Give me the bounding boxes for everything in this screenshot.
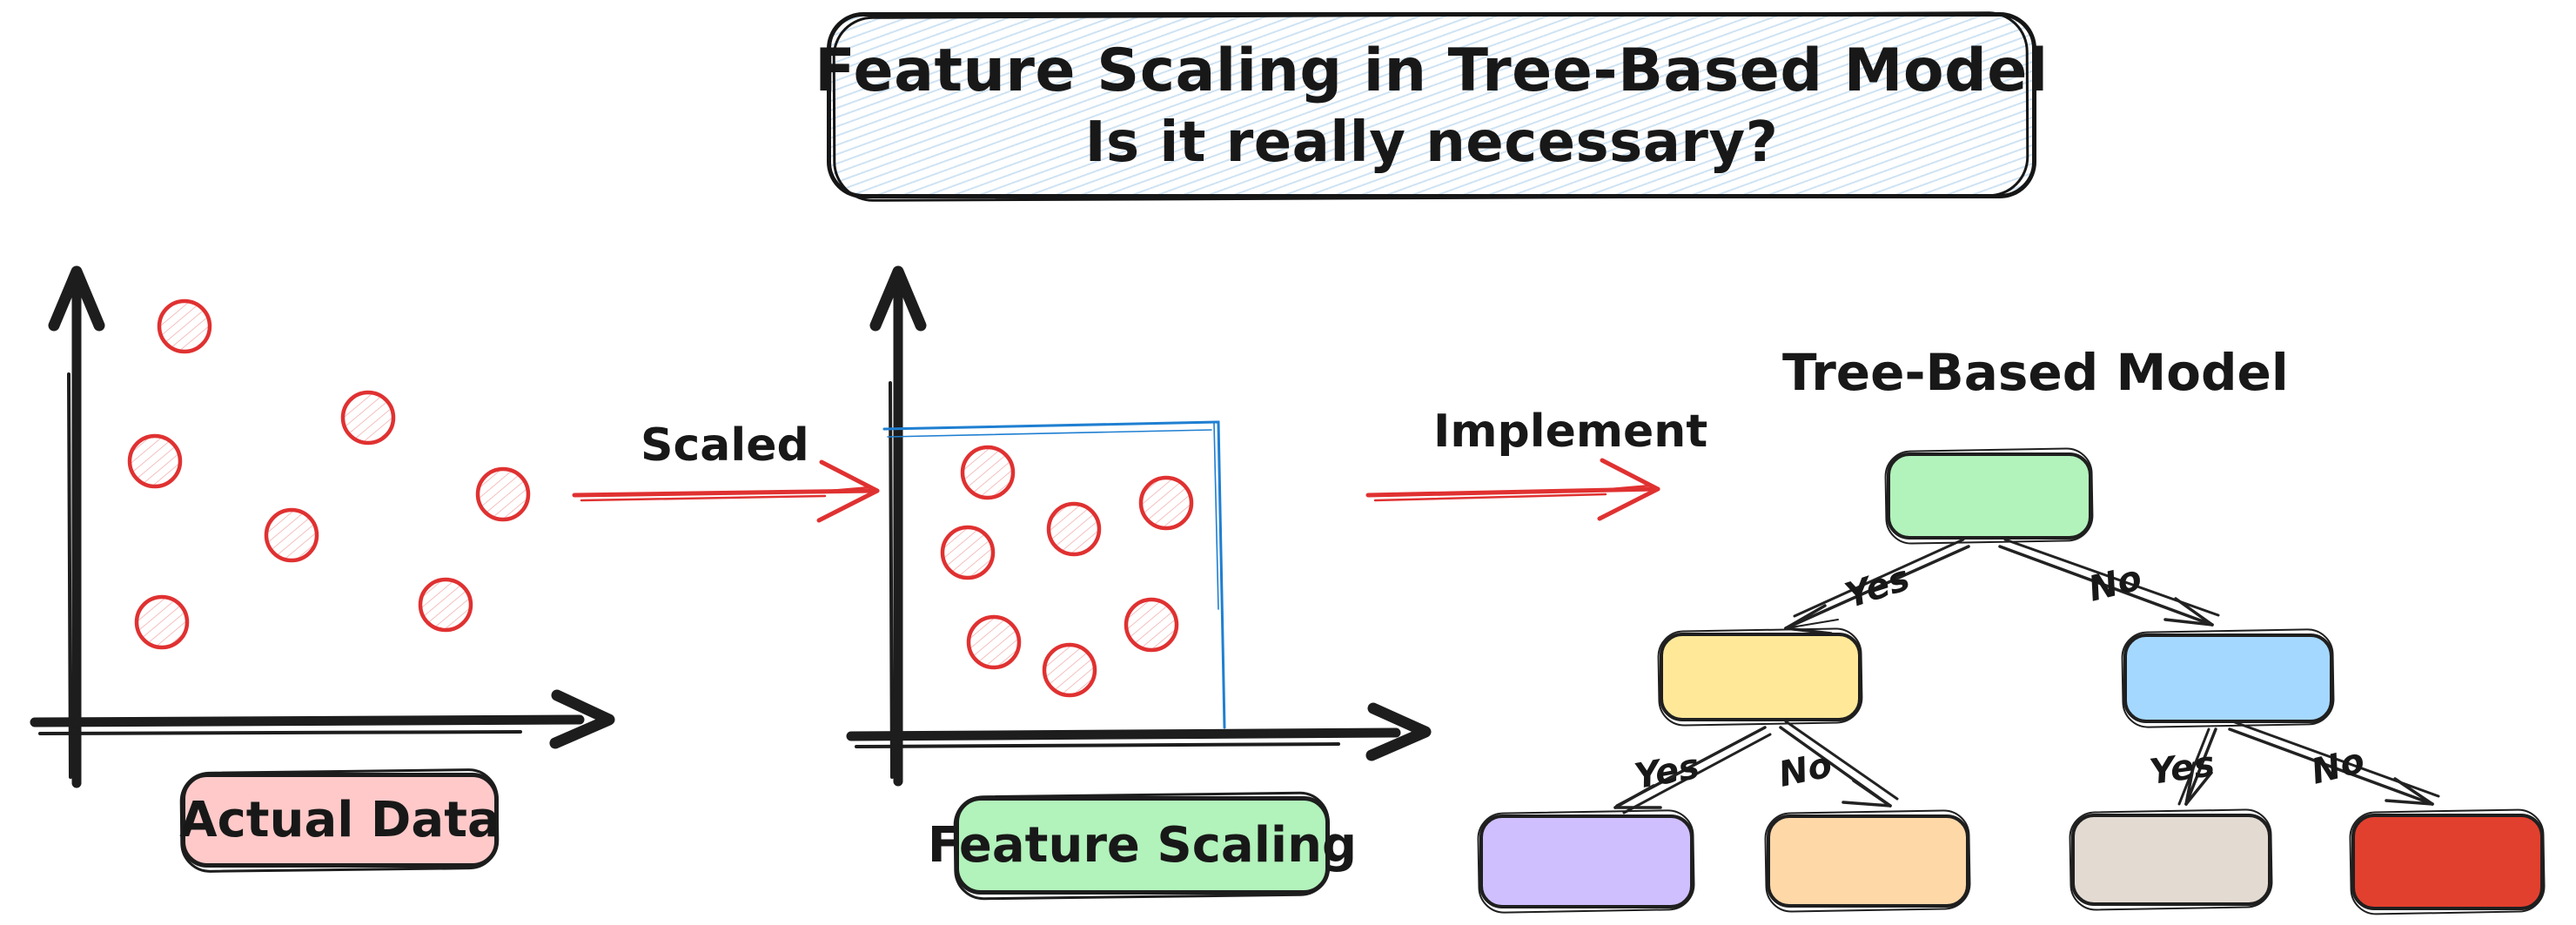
data-point bbox=[134, 594, 190, 650]
feature-scaling-label: Feature Scaling bbox=[927, 817, 1358, 874]
actual-data-tag: Actual Data bbox=[179, 773, 500, 868]
tree-node-leaf-4 bbox=[2351, 814, 2544, 910]
data-point bbox=[966, 614, 1022, 670]
edge-right-yes bbox=[2177, 727, 2217, 806]
title-line-2: Is it really necessary? bbox=[1084, 110, 1779, 175]
edge-left-no bbox=[1779, 720, 1899, 808]
feature-scaling-tag: Feature Scaling bbox=[928, 796, 1357, 895]
edge-root-no bbox=[1998, 538, 2220, 627]
left-plot-points bbox=[127, 298, 531, 650]
data-point bbox=[127, 433, 183, 489]
data-point bbox=[475, 466, 531, 522]
data-point bbox=[1042, 642, 1097, 698]
data-point bbox=[1138, 475, 1194, 531]
implement-arrow-label: Implement bbox=[1433, 406, 1708, 458]
tree-title: Tree-Based Model bbox=[1782, 343, 2289, 402]
data-point bbox=[340, 390, 396, 446]
data-point bbox=[940, 525, 996, 580]
tree-edges bbox=[1613, 538, 2440, 814]
tree-node-level2-right bbox=[2123, 633, 2333, 723]
scaled-arrow bbox=[572, 459, 880, 523]
tree-node-level2-left bbox=[1660, 633, 1862, 721]
data-point bbox=[1046, 501, 1102, 557]
data-point bbox=[960, 445, 1016, 500]
edge-right-no bbox=[2228, 721, 2440, 806]
tree-node-leaf-1 bbox=[1479, 814, 1694, 908]
data-point bbox=[418, 577, 473, 633]
tree-node-leaf-3 bbox=[2071, 814, 2271, 906]
edge-root-yes bbox=[1784, 538, 1970, 635]
edge-left-yes bbox=[1613, 726, 1772, 814]
actual-data-label: Actual Data bbox=[179, 792, 500, 848]
title-line-1: Feature Scaling in Tree-Based Model bbox=[815, 36, 2049, 105]
implement-arrow bbox=[1365, 458, 1660, 521]
data-point bbox=[1124, 597, 1179, 653]
scaled-arrow-label: Scaled bbox=[641, 419, 809, 472]
data-point bbox=[264, 507, 319, 563]
data-point bbox=[157, 298, 212, 354]
left-plot-axes bbox=[30, 265, 615, 788]
scaling-bounds-rect bbox=[882, 420, 1226, 729]
middle-plot-axes bbox=[846, 265, 1432, 787]
title-banner: Feature Scaling in Tree-Based Model Is i… bbox=[815, 12, 2048, 198]
tree-node-leaf-2 bbox=[1767, 814, 1969, 908]
middle-plot-points bbox=[940, 445, 1194, 698]
tree-node-root bbox=[1887, 452, 2092, 540]
